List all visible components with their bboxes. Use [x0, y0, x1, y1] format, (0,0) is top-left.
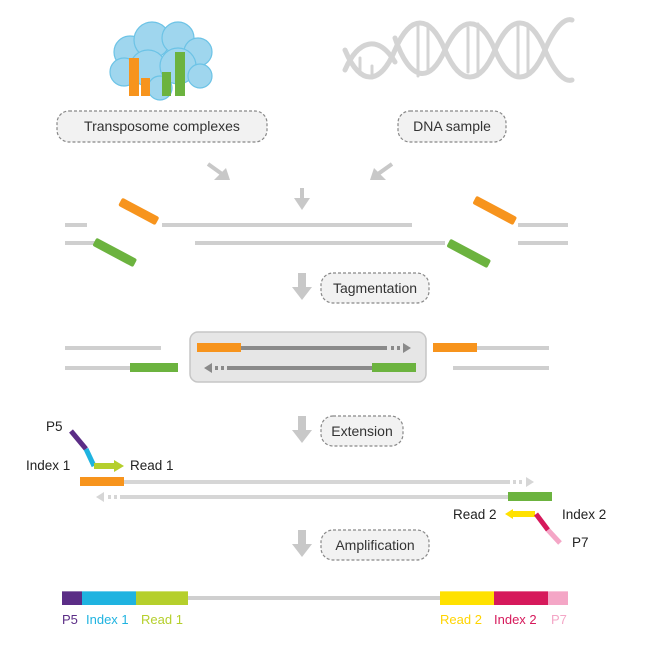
dna-label-box: DNA sample	[397, 110, 507, 143]
legend-p7: P7	[551, 612, 567, 627]
pre-tagmentation-dna	[65, 196, 568, 268]
transposome-icon	[109, 21, 213, 101]
read2-label: Read 2	[453, 507, 497, 522]
legend: P5 Index 1 Read 1 Read 2 Index 2 P7	[62, 612, 567, 627]
converging-arrows	[206, 162, 394, 210]
legend-index2: Index 2	[494, 612, 537, 627]
index1-segment	[82, 591, 136, 605]
read1-segment	[136, 591, 188, 605]
arrow-down-2	[292, 416, 312, 443]
legend-read2: Read 2	[440, 612, 482, 627]
tagmentation-label: Tagmentation	[333, 280, 417, 296]
dna-helix-icon	[342, 17, 575, 83]
legend-read1: Read 1	[141, 612, 183, 627]
index2-label: Index 2	[562, 507, 606, 522]
amplification-label-box: Amplification	[320, 529, 430, 561]
transposome-label-box: Transposome complexes	[56, 110, 268, 143]
index2-segment	[494, 591, 548, 605]
transposome-right	[447, 196, 517, 268]
final-library-fragment	[62, 589, 568, 605]
legend-index1: Index 1	[86, 612, 129, 627]
legend-p5: P5	[62, 612, 78, 627]
transposome-left	[93, 198, 159, 267]
p7-segment	[548, 591, 568, 605]
arrow-down-3	[292, 530, 312, 557]
tagmentation-label-box: Tagmentation	[320, 272, 430, 304]
p5-adapter-label: P5	[46, 419, 63, 434]
dna-label: DNA sample	[413, 118, 491, 134]
p7-adapter-label: P7	[572, 535, 589, 550]
arrow-down-1	[292, 273, 312, 300]
amplification-label: Amplification	[335, 537, 414, 553]
tagmented-fragments	[65, 331, 549, 383]
read2-segment	[440, 591, 494, 605]
fragment-box	[189, 331, 427, 383]
p5-segment	[62, 591, 82, 605]
extension-label-box: Extension	[320, 415, 404, 447]
extension-label: Extension	[331, 423, 392, 439]
extension-stage: P5 Index 1 Read 1 Read 2 Index 2 P7	[26, 419, 606, 550]
index1-label: Index 1	[26, 458, 70, 473]
read1-label: Read 1	[130, 458, 174, 473]
transposome-label: Transposome complexes	[84, 118, 240, 134]
